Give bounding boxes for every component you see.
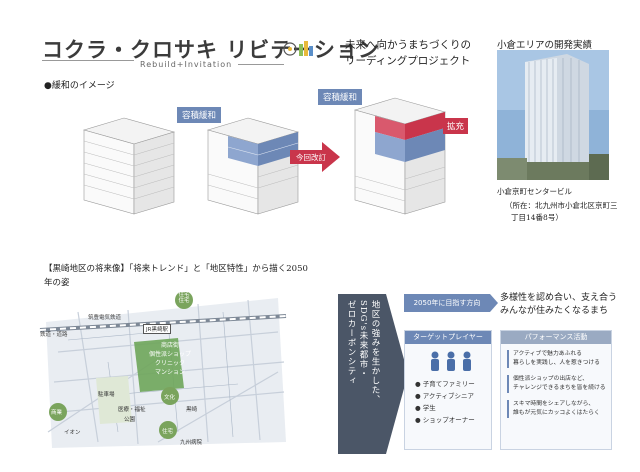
photo-caption-1: 小倉京町センタービル: [497, 187, 572, 196]
arrow-right-icon: [290, 142, 340, 172]
performance-list: アクティブで魅力あふれる 暮らしを実践し、人を惹きつける 個性派ショップの出店な…: [501, 344, 611, 418]
goal-text-2: みんなが住みたくなるまち: [500, 306, 609, 316]
map-misc-4: イオン: [64, 430, 81, 436]
map-center-1: 商店街: [160, 342, 179, 349]
map-line-label: 鉄道・道路: [40, 332, 68, 338]
goal-text: 多様性を認め合い、支え合う みんなが住みたくなるまち: [500, 292, 617, 318]
office-building-photo: [497, 50, 609, 180]
vision-line-3: ゼロカーボンシティ: [346, 300, 356, 386]
building-relaxed-illustration: [206, 117, 300, 215]
vision-vertical-text: 地区の強みを生かした、 SDG's未来都市・ ゼロカーボンシティ: [345, 300, 381, 450]
future-title-line-2: 年の姿: [44, 278, 70, 288]
logo-divider-right: [238, 64, 284, 65]
map-top-bubble-2: 住宅: [178, 298, 190, 304]
performance-item: アクティブで魅力あふれる 暮らしを実践し、人を惹きつける: [507, 350, 607, 368]
vision-vertical-panel: [338, 294, 386, 454]
map-center-2: 個性派ショップ: [148, 351, 191, 358]
map-center-4: マンション: [154, 369, 185, 376]
target-header: ターゲットプレイヤー: [405, 331, 491, 344]
logo-divider-left: [42, 60, 134, 61]
vision-line-1: 地区の強みを生かした、: [370, 300, 380, 405]
map-center-block: 商店街 個性派ショップ クリニック マンション: [148, 341, 192, 377]
building-expanded-illustration: [353, 97, 447, 215]
people-icon: [431, 351, 471, 371]
district-map: [38, 292, 288, 452]
target-item: ● ショップオーナー: [415, 416, 475, 424]
map-culture-label: 文化: [164, 395, 176, 401]
performance-header: パフォーマンス活動: [501, 331, 611, 344]
logo-subtitle: Rebuild+Invitation: [140, 60, 233, 69]
relax-tag-1: 容積緩和: [177, 107, 222, 123]
logo-text: コクラ・クロサキ リビテーション: [42, 38, 380, 62]
photo-caption-3: 丁目14番8号）: [511, 213, 563, 222]
future-title-line-1: 【黒崎地区の将来像】「将来トレンド」と「地区特性」から描く2050: [44, 264, 308, 274]
map-misc-2: 公園: [124, 417, 136, 423]
map-station-label: JR黒崎駅: [143, 324, 171, 334]
target-item: ● 学生: [415, 404, 436, 412]
map-top-bubble: 住宅 住宅: [176, 292, 192, 304]
map-housing-label: 住宅: [162, 429, 174, 435]
map-parking-label: 駐車場: [98, 392, 115, 398]
expand-tag: 拡充: [443, 118, 469, 134]
target-panel: ターゲットプレイヤー ● 子育てファミリー ● アクティブシニア ● 学生 ● …: [404, 330, 492, 450]
catch-line-1: 未来へ向かうまちづくりの: [345, 39, 471, 51]
map-rail-label: 筑豊電気鉄道: [88, 315, 122, 321]
map-misc-3: 黒崎: [186, 407, 198, 413]
relax-tag-2: 容積緩和: [318, 89, 363, 105]
map-center-3: クリニック: [154, 360, 185, 367]
catchphrase: 未来へ向かうまちづくりの リーディングプロジェクト: [345, 37, 471, 69]
photo-caption-2: （所在：北九州市小倉北区京町三: [505, 201, 618, 210]
logo-city-icon: [283, 41, 313, 56]
target-item: ● 子育てファミリー: [415, 380, 475, 388]
target-item: ● アクティブシニア: [415, 392, 475, 400]
map-top-bubble-1: 住宅: [178, 292, 190, 298]
relaxation-title: ●緩和のイメージ: [44, 81, 115, 91]
performance-panel: パフォーマンス活動 アクティブで魅力あふれる 暮らしを実践し、人を惹きつける 個…: [500, 330, 612, 450]
map-misc-1: 医療・福祉: [118, 407, 146, 413]
catch-line-2: リーディングプロジェクト: [345, 55, 471, 67]
map-misc-5: 九州病院: [180, 440, 203, 446]
goal-label: 2050年に目指す方向: [404, 294, 490, 312]
arrow-label: 今回改訂: [296, 153, 326, 162]
future-title: 【黒崎地区の将来像】「将来トレンド」と「地区特性」から描く2050 年の姿: [44, 262, 308, 290]
map-left-label: 商業: [51, 410, 63, 416]
target-list: ● 子育てファミリー ● アクティブシニア ● 学生 ● ショップオーナー: [405, 372, 491, 426]
panel-arrow-icon: [386, 294, 408, 454]
goal-text-1: 多様性を認め合い、支え合う: [500, 293, 618, 303]
building-base-illustration: [82, 117, 176, 215]
vision-line-2: SDG's未来都市・: [358, 300, 368, 379]
performance-item: 個性派ショップの出店など、 チャレンジできるまちを皆を続ける: [507, 375, 607, 393]
goal-arrow-icon: [490, 294, 498, 312]
achievement-title: 小倉エリアの開発実績: [497, 40, 593, 51]
performance-item: スキマ時間をシェアしながら、 誰もが元気にカッコよくはたらく: [507, 400, 607, 418]
